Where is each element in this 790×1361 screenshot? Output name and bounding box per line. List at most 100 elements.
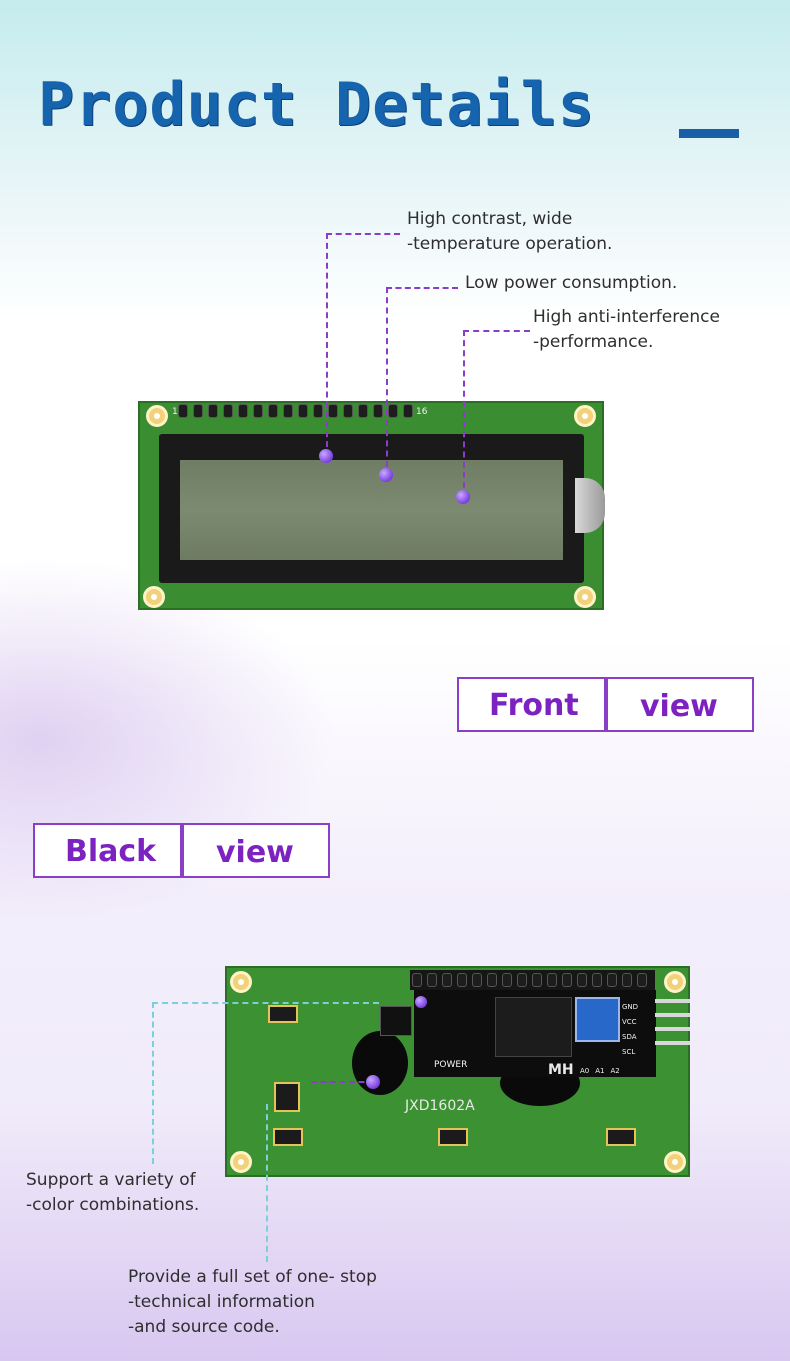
header-pin [178,404,188,418]
header-pin [562,973,572,987]
jumper-connector [380,1006,412,1036]
header-pin [268,404,278,418]
back-view-label-box: Black [33,823,182,878]
callout-contrast-line2: -temperature operation. [407,234,613,254]
mount-hole [230,971,252,993]
callout-line [386,287,458,477]
callout-color-line2: -color combinations. [26,1195,200,1215]
callout-color-line1: Support a variety of [26,1170,196,1190]
mount-hole [664,971,686,993]
silk-pin-scl: SCL [622,1048,636,1056]
solder-pad [438,1128,468,1146]
header-pin [358,404,368,418]
pcf8574-chip [495,997,572,1057]
callout-tech-line2: -technical information [128,1292,315,1312]
header-pin [622,973,632,987]
header-pin [637,973,647,987]
header-pin [388,404,398,418]
pin-header [412,972,652,988]
front-view-label-box-2: view [606,677,754,732]
front-view-label-box: Front [457,677,606,732]
front-view-word1: Front [489,688,579,723]
side-pin [655,1041,690,1045]
silk-addr-a0: A0 [580,1067,590,1075]
callout-interference: High anti-interference -performance. [533,305,720,355]
pin-header [178,403,418,419]
pin-label-end: 16 [416,407,428,417]
header-pin [313,404,323,418]
silk-addr-list: A0 A1 A2 [580,1067,620,1075]
callout-contrast-line1: High contrast, wide [407,209,573,229]
solder-pad [273,1128,303,1146]
callout-contrast: High contrast, wide -temperature operati… [407,207,612,257]
front-view-word2: view [640,689,718,724]
pin-label-start: 1 [172,407,178,417]
back-view-label-box-2: view [182,823,330,878]
header-pin [502,973,512,987]
silk-addr-a2: A2 [610,1067,620,1075]
callout-interference-line1: High anti-interference [533,307,720,327]
side-pin [655,999,690,1003]
silk-module-brand: MH [548,1062,574,1078]
callout-dot [415,996,427,1008]
mount-hole [230,1151,252,1173]
header-pin [487,973,497,987]
header-pin [547,973,557,987]
callout-dot [366,1075,380,1089]
header-pin [223,404,233,418]
header-pin [208,404,218,418]
header-pin [373,404,383,418]
callout-dot [456,490,470,504]
silk-pin-sda: SDA [622,1033,637,1041]
side-pin [655,1013,690,1017]
silk-addr-a1: A1 [595,1067,605,1075]
callout-color-combos: Support a variety of -color combinations… [26,1168,199,1218]
mount-hole [574,405,596,427]
side-pin [655,1027,690,1031]
epoxy-blob [352,1031,408,1095]
callout-interference-line2: -performance. [533,332,654,352]
header-pin [607,973,617,987]
header-pin [592,973,602,987]
back-view-word2: view [216,835,294,870]
silk-pin-gnd: GND [622,1003,639,1011]
header-pin [412,973,422,987]
mount-hole [664,1151,686,1173]
header-pin [517,973,527,987]
silk-power: POWER [434,1060,468,1070]
mount-hole [143,586,165,608]
callout-dot [319,449,333,463]
silk-model: JXD1602A [405,1098,475,1114]
solder-pad [274,1082,300,1112]
contrast-potentiometer [575,478,605,533]
header-pin [283,404,293,418]
header-pin [343,404,353,418]
callout-line [266,1104,268,1262]
callout-tech-line1: Provide a full set of one- stop [128,1267,377,1287]
callout-power-line1: Low power consumption. [465,273,678,293]
callout-technical-info: Provide a full set of one- stop -technic… [128,1265,377,1340]
silk-pin-list: GND VCC SDA SCL [622,1000,652,1060]
header-pin [457,973,467,987]
mount-hole [146,405,168,427]
header-pin [328,404,338,418]
header-pin [253,404,263,418]
silk-pin-vcc: VCC [622,1018,637,1026]
blue-potentiometer [575,997,620,1042]
header-pin [298,404,308,418]
header-pin [403,404,413,418]
callout-line [463,330,530,498]
title-underline [679,129,739,138]
callout-tech-line3: -and source code. [128,1317,280,1337]
mount-hole [574,586,596,608]
callout-power: Low power consumption. [465,271,677,296]
header-pin [427,973,437,987]
solder-pad [268,1005,298,1023]
side-pin-header [655,995,690,1050]
header-pin [577,973,587,987]
header-pin [472,973,482,987]
page-title: Product Details [38,70,595,140]
header-pin [442,973,452,987]
solder-pad [606,1128,636,1146]
callout-line [326,233,400,457]
